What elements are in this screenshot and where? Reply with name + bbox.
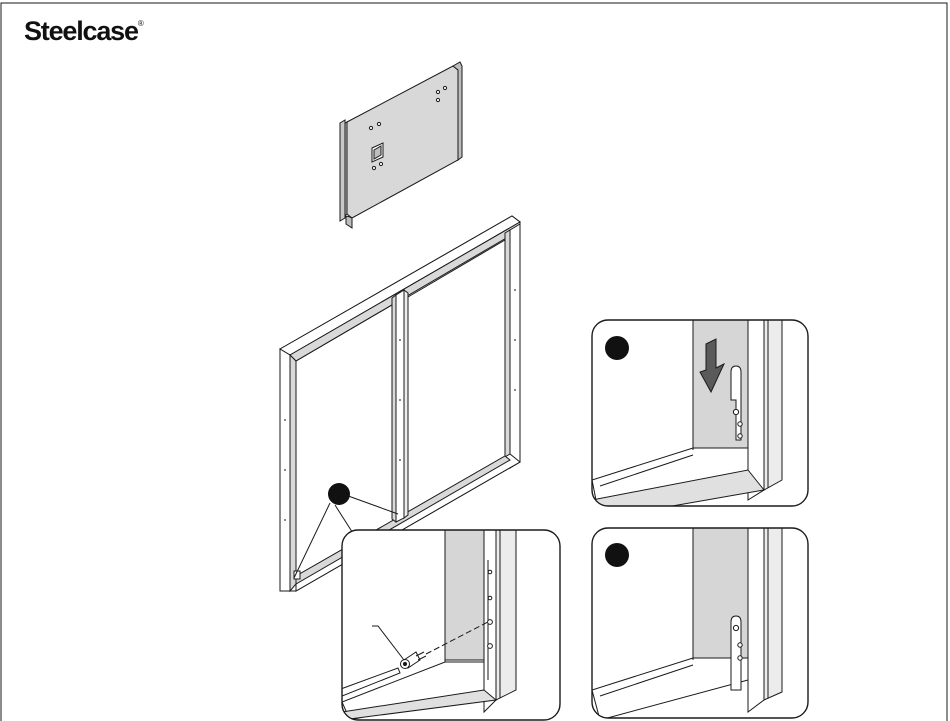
detail-view-b — [592, 528, 808, 720]
detail-view-c — [336, 530, 560, 720]
steel-skin-panel — [340, 62, 462, 228]
detail-view-a — [592, 320, 808, 520]
